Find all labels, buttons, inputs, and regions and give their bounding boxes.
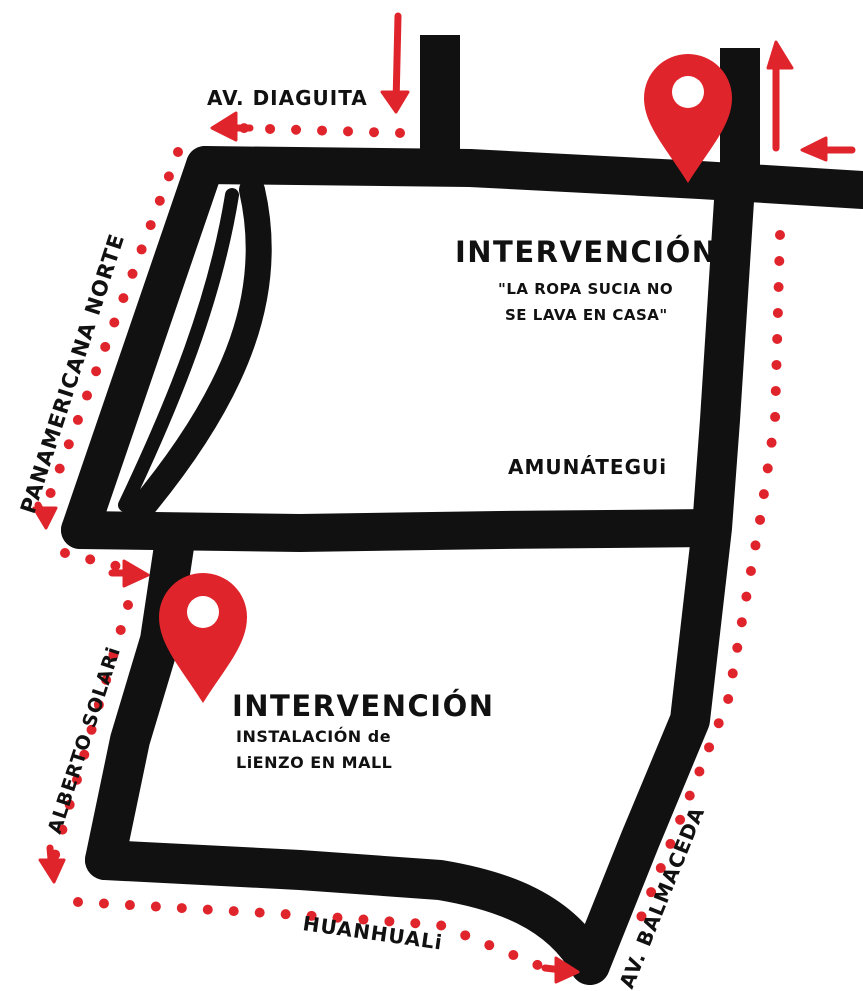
road-huanhuali xyxy=(85,840,610,985)
road-balmaceda xyxy=(570,165,755,985)
arrows xyxy=(32,12,856,984)
intervention-top-line1: "LA ROPA SUCIA NO xyxy=(498,280,673,298)
map-pin-icon[interactable] xyxy=(644,54,732,183)
intervention-top-line2: SE LAVA EN CASA" xyxy=(505,306,668,324)
map-pin-icon[interactable] xyxy=(159,573,247,703)
arrow-icon xyxy=(32,501,58,530)
route-panamericana xyxy=(43,147,183,505)
route-alberto-solari xyxy=(50,600,133,860)
arrow-icon xyxy=(766,40,794,152)
dotted-route xyxy=(43,123,785,973)
route-balmaceda xyxy=(635,230,785,925)
intervention-top-title: INTERVENCIÓN xyxy=(455,235,718,269)
arrow-icon xyxy=(108,559,150,588)
road-alberto-solari xyxy=(85,520,195,880)
street-label-amunategui: AMUNÁTEGUi xyxy=(508,455,667,479)
route-huanhuali xyxy=(73,897,550,973)
street-label-av-diaguita: AV. DIAGUITA xyxy=(207,86,368,110)
roads xyxy=(61,35,863,985)
arrow-icon xyxy=(800,136,856,162)
intervention-bottom-title: INTERVENCIÓN xyxy=(232,689,495,723)
arrow-icon xyxy=(541,956,580,984)
arrow-icon xyxy=(210,111,254,142)
road-inner-curve xyxy=(127,177,272,523)
road-panamericana-norte xyxy=(61,146,224,549)
route-diaguita xyxy=(235,123,405,138)
intervention-bottom-line2: LiENZO EN MALL xyxy=(236,753,392,772)
road-av-diaguita xyxy=(186,146,863,209)
intervention-bottom-line1: INSTALACIÓN de xyxy=(236,727,391,746)
arrow-icon xyxy=(380,12,410,114)
street-label-huanhuali: HUANHUALi xyxy=(301,911,444,954)
arrow-icon xyxy=(38,844,66,884)
road-inner-curve-left xyxy=(118,188,239,512)
